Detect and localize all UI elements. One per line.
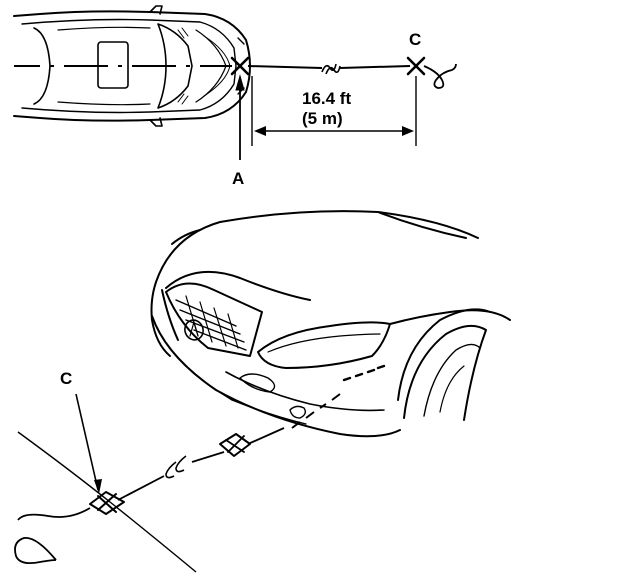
top-view-panel: 16.4 ft (5 m) C A bbox=[13, 5, 457, 188]
perspective-centerline bbox=[291, 393, 341, 429]
car-front-perspective bbox=[150, 210, 511, 438]
distance-meters-label: (5 m) bbox=[302, 109, 343, 128]
point-c-label-top: C bbox=[409, 30, 421, 49]
cord-line bbox=[191, 427, 285, 463]
point-c-leader-arrowhead bbox=[94, 479, 102, 494]
cord-line-continued bbox=[117, 475, 165, 501]
ground-line bbox=[17, 431, 197, 573]
point-a-arrowhead bbox=[235, 74, 245, 91]
cord-tail-icon bbox=[423, 63, 457, 89]
loose-cord-end bbox=[14, 507, 91, 565]
distance-feet-label: 16.4 ft bbox=[302, 89, 351, 108]
perspective-view-panel: C bbox=[14, 210, 511, 573]
point-a-marker bbox=[230, 56, 250, 76]
dimension-arrowhead-left bbox=[254, 126, 266, 136]
point-c-leader-line bbox=[75, 393, 99, 491]
a-to-c-line bbox=[247, 65, 323, 69]
marker-near-car bbox=[219, 433, 251, 457]
line-break-symbol bbox=[321, 63, 341, 75]
a-to-c-line-continued bbox=[339, 65, 411, 69]
point-c-marker-ground bbox=[89, 491, 125, 515]
point-c-label-ground: C bbox=[60, 369, 72, 388]
point-a-label: A bbox=[232, 169, 244, 188]
dimension-arrowhead-right bbox=[402, 126, 414, 136]
point-c-marker-top bbox=[406, 56, 426, 76]
cord-break-symbol bbox=[165, 455, 187, 479]
